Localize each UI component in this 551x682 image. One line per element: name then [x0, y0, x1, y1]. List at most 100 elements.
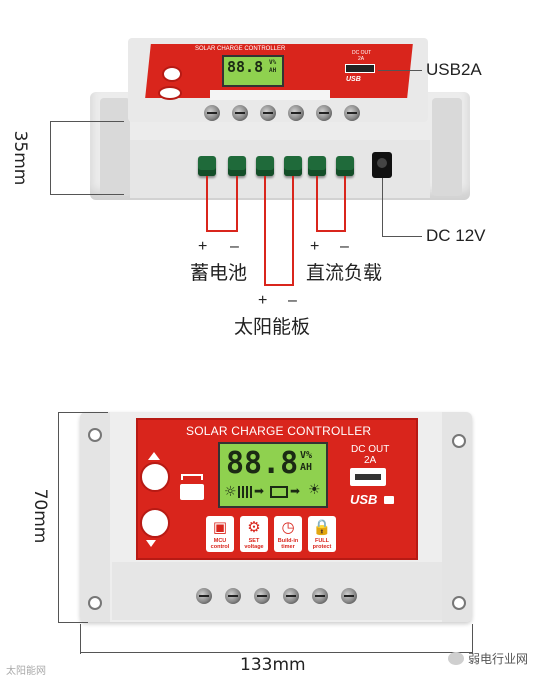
lcd-panel-icon	[238, 486, 252, 498]
front-screw-3	[254, 588, 270, 604]
top-right-ear	[432, 98, 462, 196]
top-height-dim-top-line	[50, 121, 124, 122]
battery-wire-minus	[236, 176, 238, 232]
front-screw-4	[283, 588, 299, 604]
front-lcd: 88.8 V% AH ☼ ➡ ➡ ☀	[218, 442, 328, 508]
solar-wire-plus	[264, 176, 266, 286]
front-height-dim-label: 70mm	[30, 488, 50, 544]
dc-jack-hole	[377, 158, 387, 168]
feature-icon: ◷	[281, 518, 295, 536]
feature-line1: FULL	[314, 538, 330, 544]
front-height-dim-line	[58, 412, 59, 622]
solar-wire-minus	[292, 176, 294, 286]
top-screw-5	[316, 105, 332, 121]
battery-wire-bridge	[206, 230, 238, 232]
load-wire-bridge	[316, 230, 346, 232]
load-minus-sign: –	[340, 238, 349, 255]
terminal-solar-plus	[256, 156, 274, 176]
top-dc-out-rating: 2A	[358, 56, 365, 62]
watermark-left: 太阳能网	[6, 666, 46, 677]
load-plus-sign: +	[310, 238, 320, 255]
front-hole-bottom-right	[452, 596, 466, 610]
front-height-dim-top-line	[58, 412, 108, 413]
terminal-load-minus	[336, 156, 354, 176]
front-hole-bottom-left	[88, 596, 102, 610]
load-wire-plus	[316, 176, 318, 232]
feature-line1: Build-in	[277, 538, 299, 544]
battery-label: 蓄电池	[190, 263, 248, 284]
set-button[interactable]	[180, 484, 204, 500]
terminal-battery-plus	[198, 156, 216, 176]
top-set-button[interactable]	[158, 86, 182, 100]
load-label: 直流负载	[306, 263, 383, 284]
top-height-dim-bottom-line	[50, 194, 124, 195]
solar-label: 太阳能板	[234, 317, 311, 338]
front-width-dim-left-line	[80, 624, 81, 654]
terminal-battery-minus	[228, 156, 246, 176]
front-usb-logo: USB	[350, 492, 378, 507]
lcd-sun-icon: ☼	[224, 484, 237, 500]
lcd-bulb-icon: ☀	[308, 482, 321, 498]
front-width-dim-right-line	[472, 624, 473, 654]
solar-wire-bridge	[264, 284, 294, 286]
top-lcd-units-top: V%	[269, 59, 277, 66]
front-lcd-units-top: V%	[300, 450, 313, 461]
up-button[interactable]	[140, 462, 170, 492]
front-width-dim-label: 133mm	[240, 655, 306, 675]
front-hole-top-left	[88, 428, 102, 442]
front-hole-top-right	[452, 434, 466, 448]
top-up-button[interactable]	[162, 66, 182, 82]
feature-line2: control	[210, 544, 230, 550]
feature-line2: timer	[281, 544, 295, 550]
top-height-dim-line	[50, 121, 51, 195]
battery-wire-plus	[206, 176, 208, 232]
front-screw-5	[312, 588, 328, 604]
down-button[interactable]	[140, 508, 170, 538]
feature-icon: ▣	[212, 518, 228, 536]
top-panel-title: SOLAR CHARGE CONTROLLER	[195, 46, 286, 52]
front-usb-port-slot	[355, 474, 381, 480]
top-usb-logo: USB	[346, 76, 361, 83]
front-dc-out-label: DC OUT	[351, 444, 390, 455]
solar-plus-sign: +	[258, 292, 268, 309]
front-screw-2	[225, 588, 241, 604]
solar-minus-sign: –	[288, 292, 297, 309]
front-left-ear	[80, 412, 110, 622]
front-screw-6	[341, 588, 357, 604]
top-lcd-digits: 88.8	[227, 58, 264, 76]
dc-leader-horizontal	[382, 236, 422, 237]
front-lcd-digits: 88.8	[226, 446, 299, 481]
top-feature-strip	[210, 90, 330, 100]
terminal-load-plus	[308, 156, 326, 176]
watermark-right: 弱电行业网	[468, 652, 529, 666]
feature-icon: ⚙	[247, 518, 261, 536]
top-usb-port[interactable]	[345, 64, 375, 73]
front-screw-1	[196, 588, 212, 604]
front-lower-panel	[112, 562, 442, 620]
front-width-dim-line	[80, 652, 472, 653]
lcd-arrow-icon: ➡	[254, 484, 265, 498]
top-screw-3	[260, 105, 276, 121]
wechat-icon	[448, 652, 464, 665]
battery-plus-sign: +	[198, 238, 208, 255]
top-screw-2	[232, 105, 248, 121]
feature-line1: SET	[248, 538, 260, 544]
top-height-dim-label: 35mm	[10, 130, 30, 186]
top-dc-out-label: DC OUT	[352, 50, 372, 56]
lcd-arrow-icon-2: ➡	[290, 484, 301, 498]
dc-leader-vertical	[382, 178, 383, 236]
top-screw-6	[344, 105, 360, 121]
top-screw-1	[204, 105, 220, 121]
feature-line2: voltage	[244, 544, 264, 550]
up-triangle-icon	[148, 452, 160, 460]
set-button-icon	[181, 474, 203, 480]
usb-battery-icon	[384, 496, 394, 504]
battery-minus-sign: –	[230, 238, 239, 255]
front-height-dim-bottom-line	[58, 622, 88, 623]
top-lcd: 88.8 V% AH	[222, 55, 284, 87]
top-left-ear	[100, 98, 130, 196]
